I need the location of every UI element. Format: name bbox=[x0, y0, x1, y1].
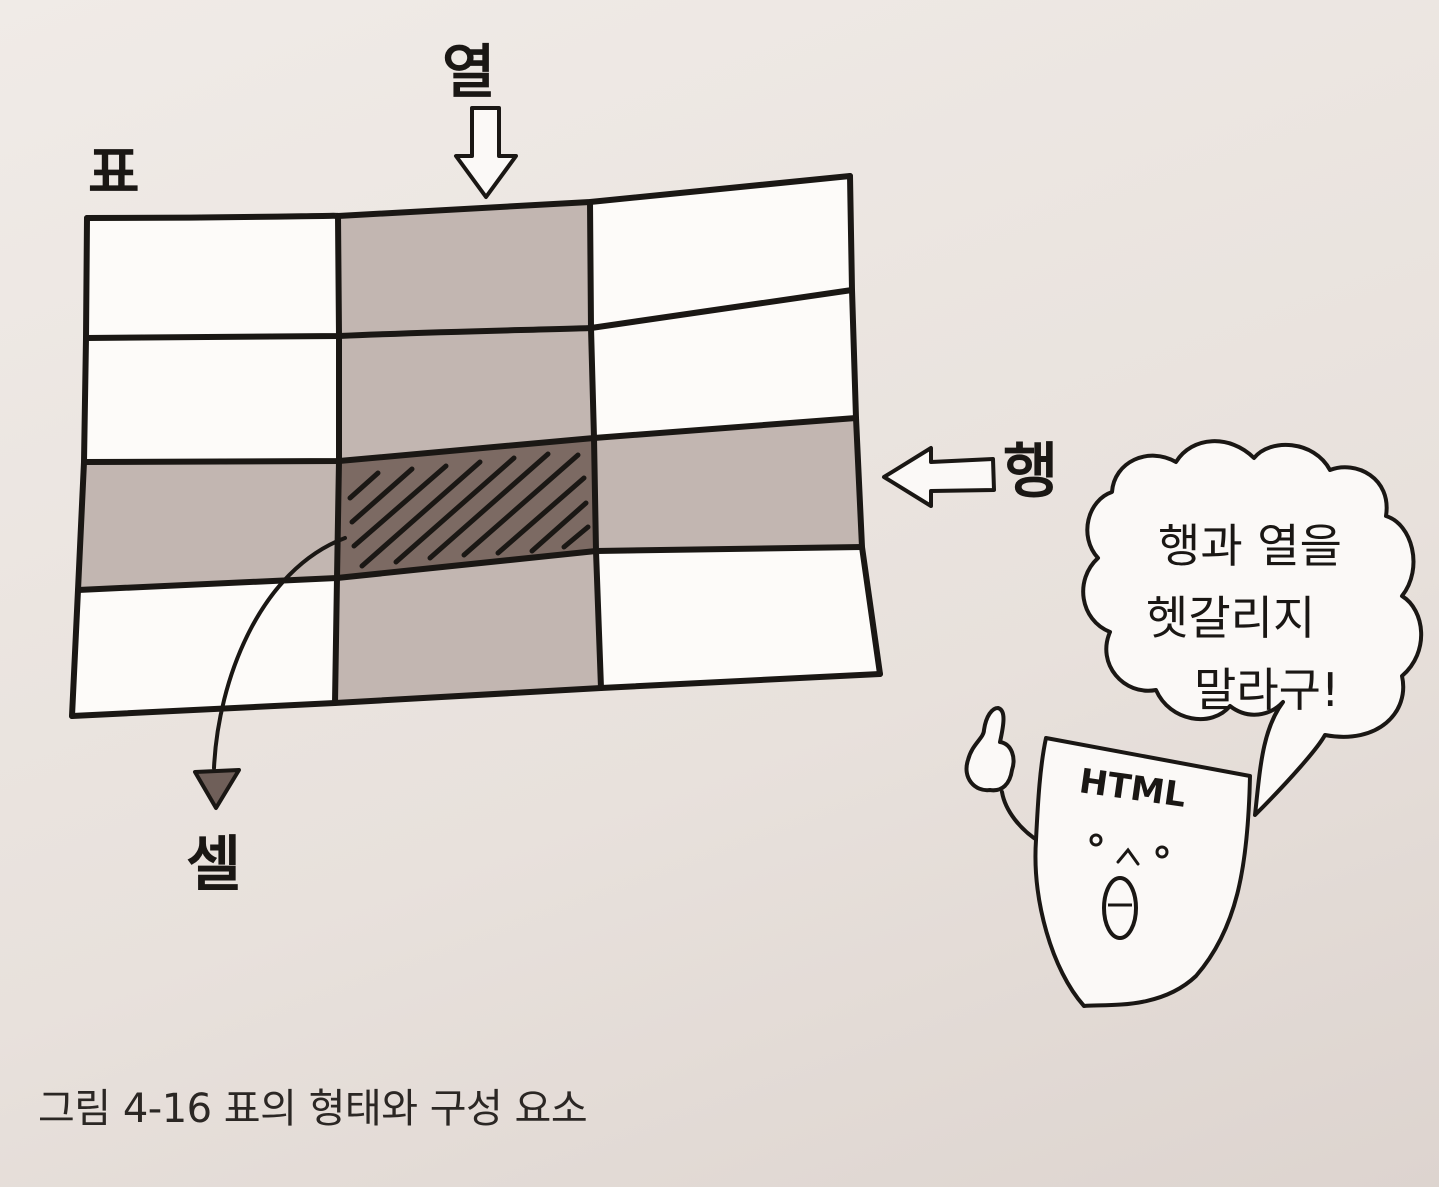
cell-pointer-curve bbox=[212, 536, 347, 770]
cell-pointer-arrowhead bbox=[193, 768, 241, 810]
mascot-left-eye bbox=[1089, 833, 1103, 847]
cell-r4-c3 bbox=[596, 547, 880, 688]
cell-r2-c1 bbox=[84, 336, 339, 462]
speech-bubble: 행과 열을 헷갈리지 말라구! bbox=[1081, 439, 1424, 817]
cell-r3-c1-row-highlight bbox=[78, 461, 339, 590]
speech-line-3: 말라구! bbox=[1194, 663, 1339, 717]
mascot-body bbox=[1033, 736, 1252, 1008]
html-mascot: HTML bbox=[964, 706, 1252, 1008]
grid-lines bbox=[69, 173, 883, 719]
cell-r4-c1 bbox=[72, 578, 337, 716]
row-line-bottom bbox=[69, 671, 883, 719]
table-label: 표 bbox=[88, 141, 140, 206]
row-line-3 bbox=[81, 415, 859, 465]
cell-r2-c2-column-highlight bbox=[339, 328, 594, 461]
speech-bubble-outline bbox=[1081, 439, 1424, 817]
column-line-left bbox=[69, 215, 90, 719]
speech-line-2: 헷갈리지 bbox=[1146, 591, 1315, 645]
figure-caption: 그림 4-16 표의 형태와 구성 요소 bbox=[38, 1086, 588, 1132]
column-label: 열 bbox=[442, 38, 495, 106]
mascot-nose bbox=[1116, 847, 1140, 866]
column-line-right bbox=[847, 173, 883, 677]
column-line-2 bbox=[332, 213, 342, 706]
cell-r3-c3-row-highlight bbox=[594, 418, 862, 551]
row-label: 행 bbox=[1003, 437, 1058, 507]
row-line-2 bbox=[83, 287, 855, 341]
row-line-4 bbox=[75, 544, 865, 593]
speech-line-1: 행과 열을 bbox=[1158, 519, 1342, 573]
selected-cell-hatching bbox=[347, 451, 591, 569]
row-left-arrow bbox=[882, 446, 996, 508]
cell-r2-c3 bbox=[591, 290, 856, 438]
selected-cell bbox=[337, 438, 596, 578]
cell-r1-c2-column-highlight bbox=[338, 202, 591, 336]
cell-r1-c3 bbox=[590, 176, 852, 328]
cell-r4-c2-column-highlight bbox=[335, 551, 601, 703]
cell-label: 셀 bbox=[186, 830, 241, 900]
column-line-3 bbox=[587, 199, 604, 691]
column-down-arrow bbox=[454, 106, 518, 199]
mascot-open-mouth bbox=[1102, 876, 1138, 940]
cell-r1-c1 bbox=[86, 216, 339, 338]
table-grid bbox=[69, 173, 883, 719]
mascot-hand-pointing bbox=[964, 706, 1016, 793]
mascot-right-eye bbox=[1155, 845, 1169, 859]
